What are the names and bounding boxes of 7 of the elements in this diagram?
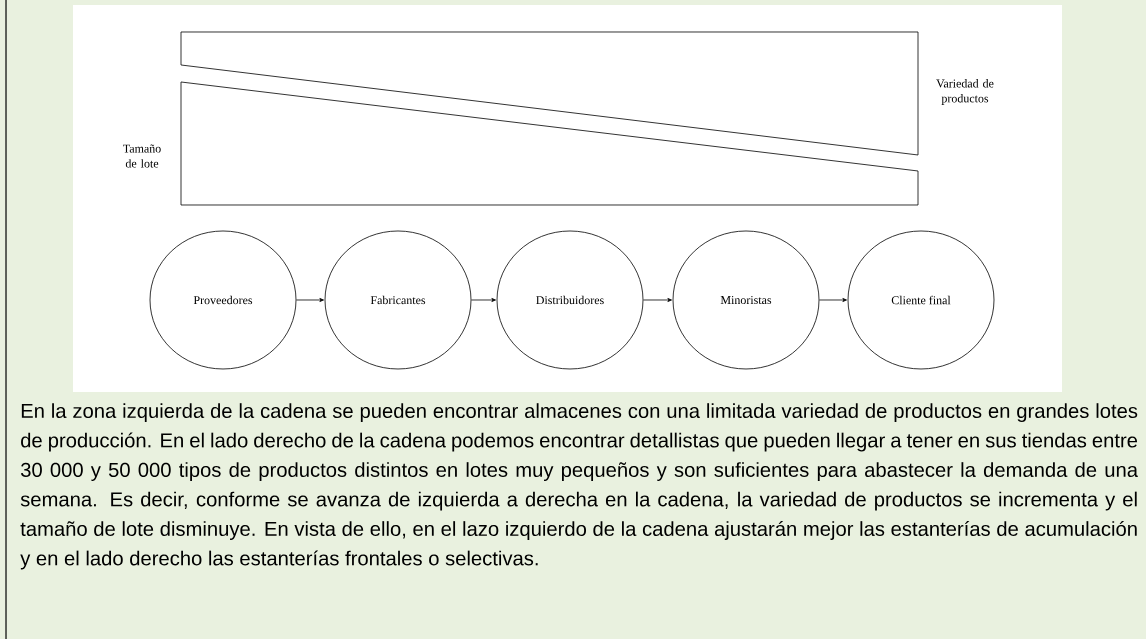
axis-label: Variedad de productos bbox=[936, 79, 994, 105]
caption-paragraph: En la zona izquierda de la cadena se pueden encontrar almacenes con una limitada variedad de productos en grandes lotes de producción. En el lado derecho de la cadena podemos encontrar detallistas que pueden llegar a tener en sus tiendas entre 30 000 y 50 000 tipos de productos distintos en lotes muy pequeños y son suficientes para abastecer la demanda de una semana. Es decir, conforme se avanza de izquierda a derecha en la cadena, la variedad de productos se incrementa y el tamaño de lote disminuye. En vista de ello, en el lazo izquierdo de la cadena ajustarán mejor las estanterías de acumulación y en el lado derecho las estanterías frontales o selectivas. bbox=[20, 403, 1138, 570]
arrow bbox=[471, 298, 496, 302]
arrow bbox=[819, 298, 847, 302]
arrow bbox=[296, 298, 324, 302]
arrow bbox=[643, 298, 672, 302]
axis-label: Tamaño de lote bbox=[123, 144, 161, 168]
